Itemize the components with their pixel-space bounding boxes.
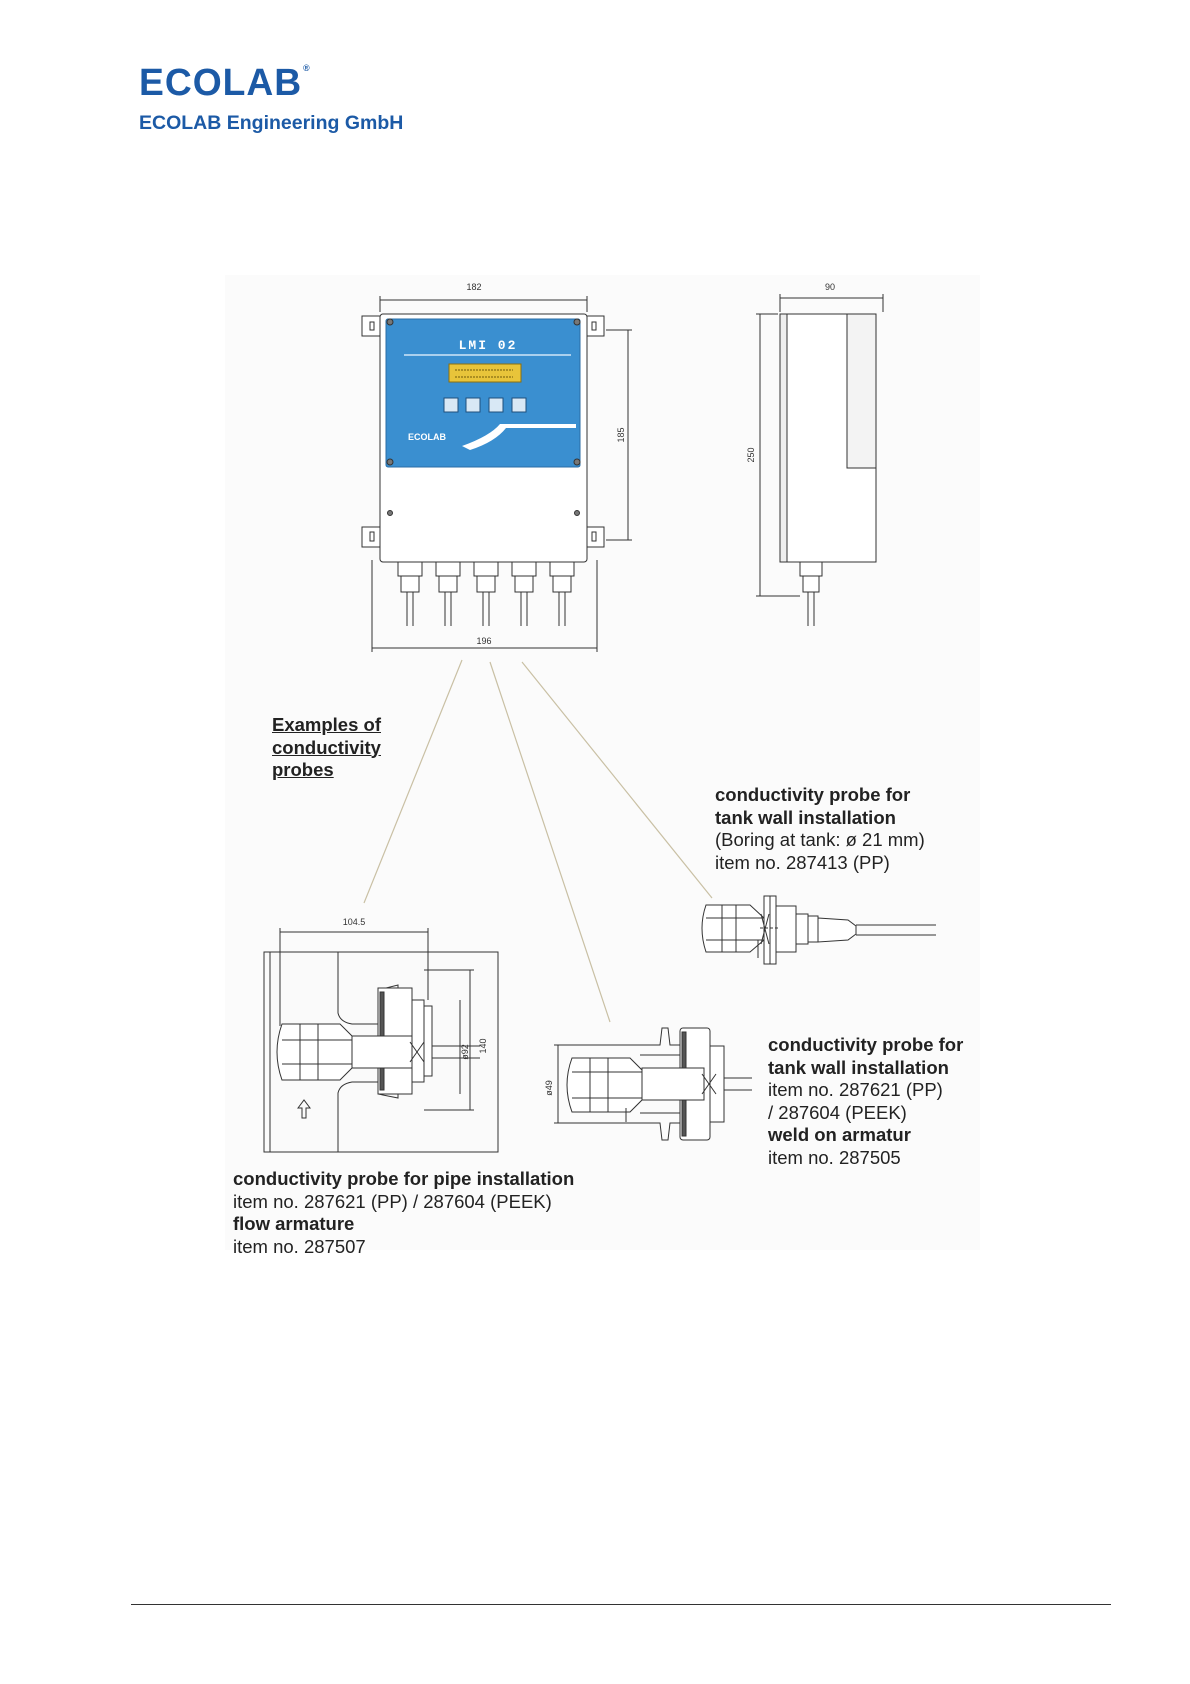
- leader-lines: [363, 659, 713, 1023]
- panel-brand: ECOLAB: [408, 432, 447, 442]
- probe-tank-wall-item: item no. 287413 (PP): [715, 851, 890, 873]
- ecolab-logo: ECOLAB®: [139, 62, 311, 104]
- device-front-view: [361, 296, 632, 652]
- probe-pipe-caption: conductivity probe for pipe installation…: [233, 1168, 574, 1258]
- device-display-title: LMI 02: [459, 338, 518, 353]
- probe-tank-wall-title-2: tank wall installation: [715, 806, 896, 828]
- footer-rule: [131, 1604, 1111, 1605]
- probe-tank-wall-title-1: conductivity probe for: [715, 784, 911, 805]
- device-key-4: [511, 397, 527, 413]
- probe-tank-wall-caption: conductivity probe for tank wall install…: [715, 784, 925, 874]
- probe-weld-armatur: weld on armatur: [768, 1124, 911, 1145]
- dim-pipe-height: 140: [478, 1038, 488, 1053]
- company-name: ECOLAB Engineering GmbH: [139, 112, 404, 134]
- dim-weld-diameter: ø49: [544, 1080, 554, 1096]
- probe-weld-title-2: tank wall installation: [768, 1056, 949, 1078]
- probe-weld-item-1: item no. 287621 (PP): [768, 1079, 943, 1100]
- device-front-panel: [385, 318, 581, 468]
- dim-bottom-width: 196: [476, 636, 491, 646]
- probe-tank-wall-boring: (Boring at tank: ø 21 mm): [715, 829, 925, 850]
- probe-pipe-armature: flow armature: [233, 1213, 355, 1234]
- lcd-display: [448, 363, 522, 383]
- device-key-2: [465, 397, 481, 413]
- probe-pipe-drawing: [263, 928, 499, 1153]
- probe-weld-caption: conductivity probe for tank wall install…: [768, 1034, 963, 1169]
- device-side-view: [756, 294, 884, 626]
- probe-pipe-title: conductivity probe for pipe installation: [233, 1168, 575, 1189]
- probe-weld-drawing: [554, 1027, 752, 1141]
- cable-glands: [397, 561, 575, 626]
- dim-front-width: 182: [466, 282, 481, 292]
- probe-weld-title-1: conductivity probe for: [768, 1034, 964, 1055]
- dim-pipe-width: 104.5: [343, 917, 366, 927]
- device-key-3: [488, 397, 504, 413]
- probe-weld-item-2: / 287604 (PEEK): [768, 1101, 907, 1123]
- dim-pipe-diameter: ø92: [460, 1044, 470, 1060]
- dim-side-depth: 90: [825, 282, 835, 292]
- probe-pipe-item: item no. 287621 (PP) / 287604 (PEEK): [233, 1190, 552, 1212]
- device-key-1: [443, 397, 459, 413]
- dim-front-height: 185: [616, 427, 626, 442]
- dim-side-height: 250: [746, 447, 756, 462]
- probe-pipe-armature-item: item no. 287507: [233, 1235, 366, 1257]
- probe-tank-wall-drawing: [701, 895, 936, 965]
- examples-heading: Examples of conductivity probes: [272, 714, 381, 780]
- probe-weld-armatur-item: item no. 287505: [768, 1146, 901, 1168]
